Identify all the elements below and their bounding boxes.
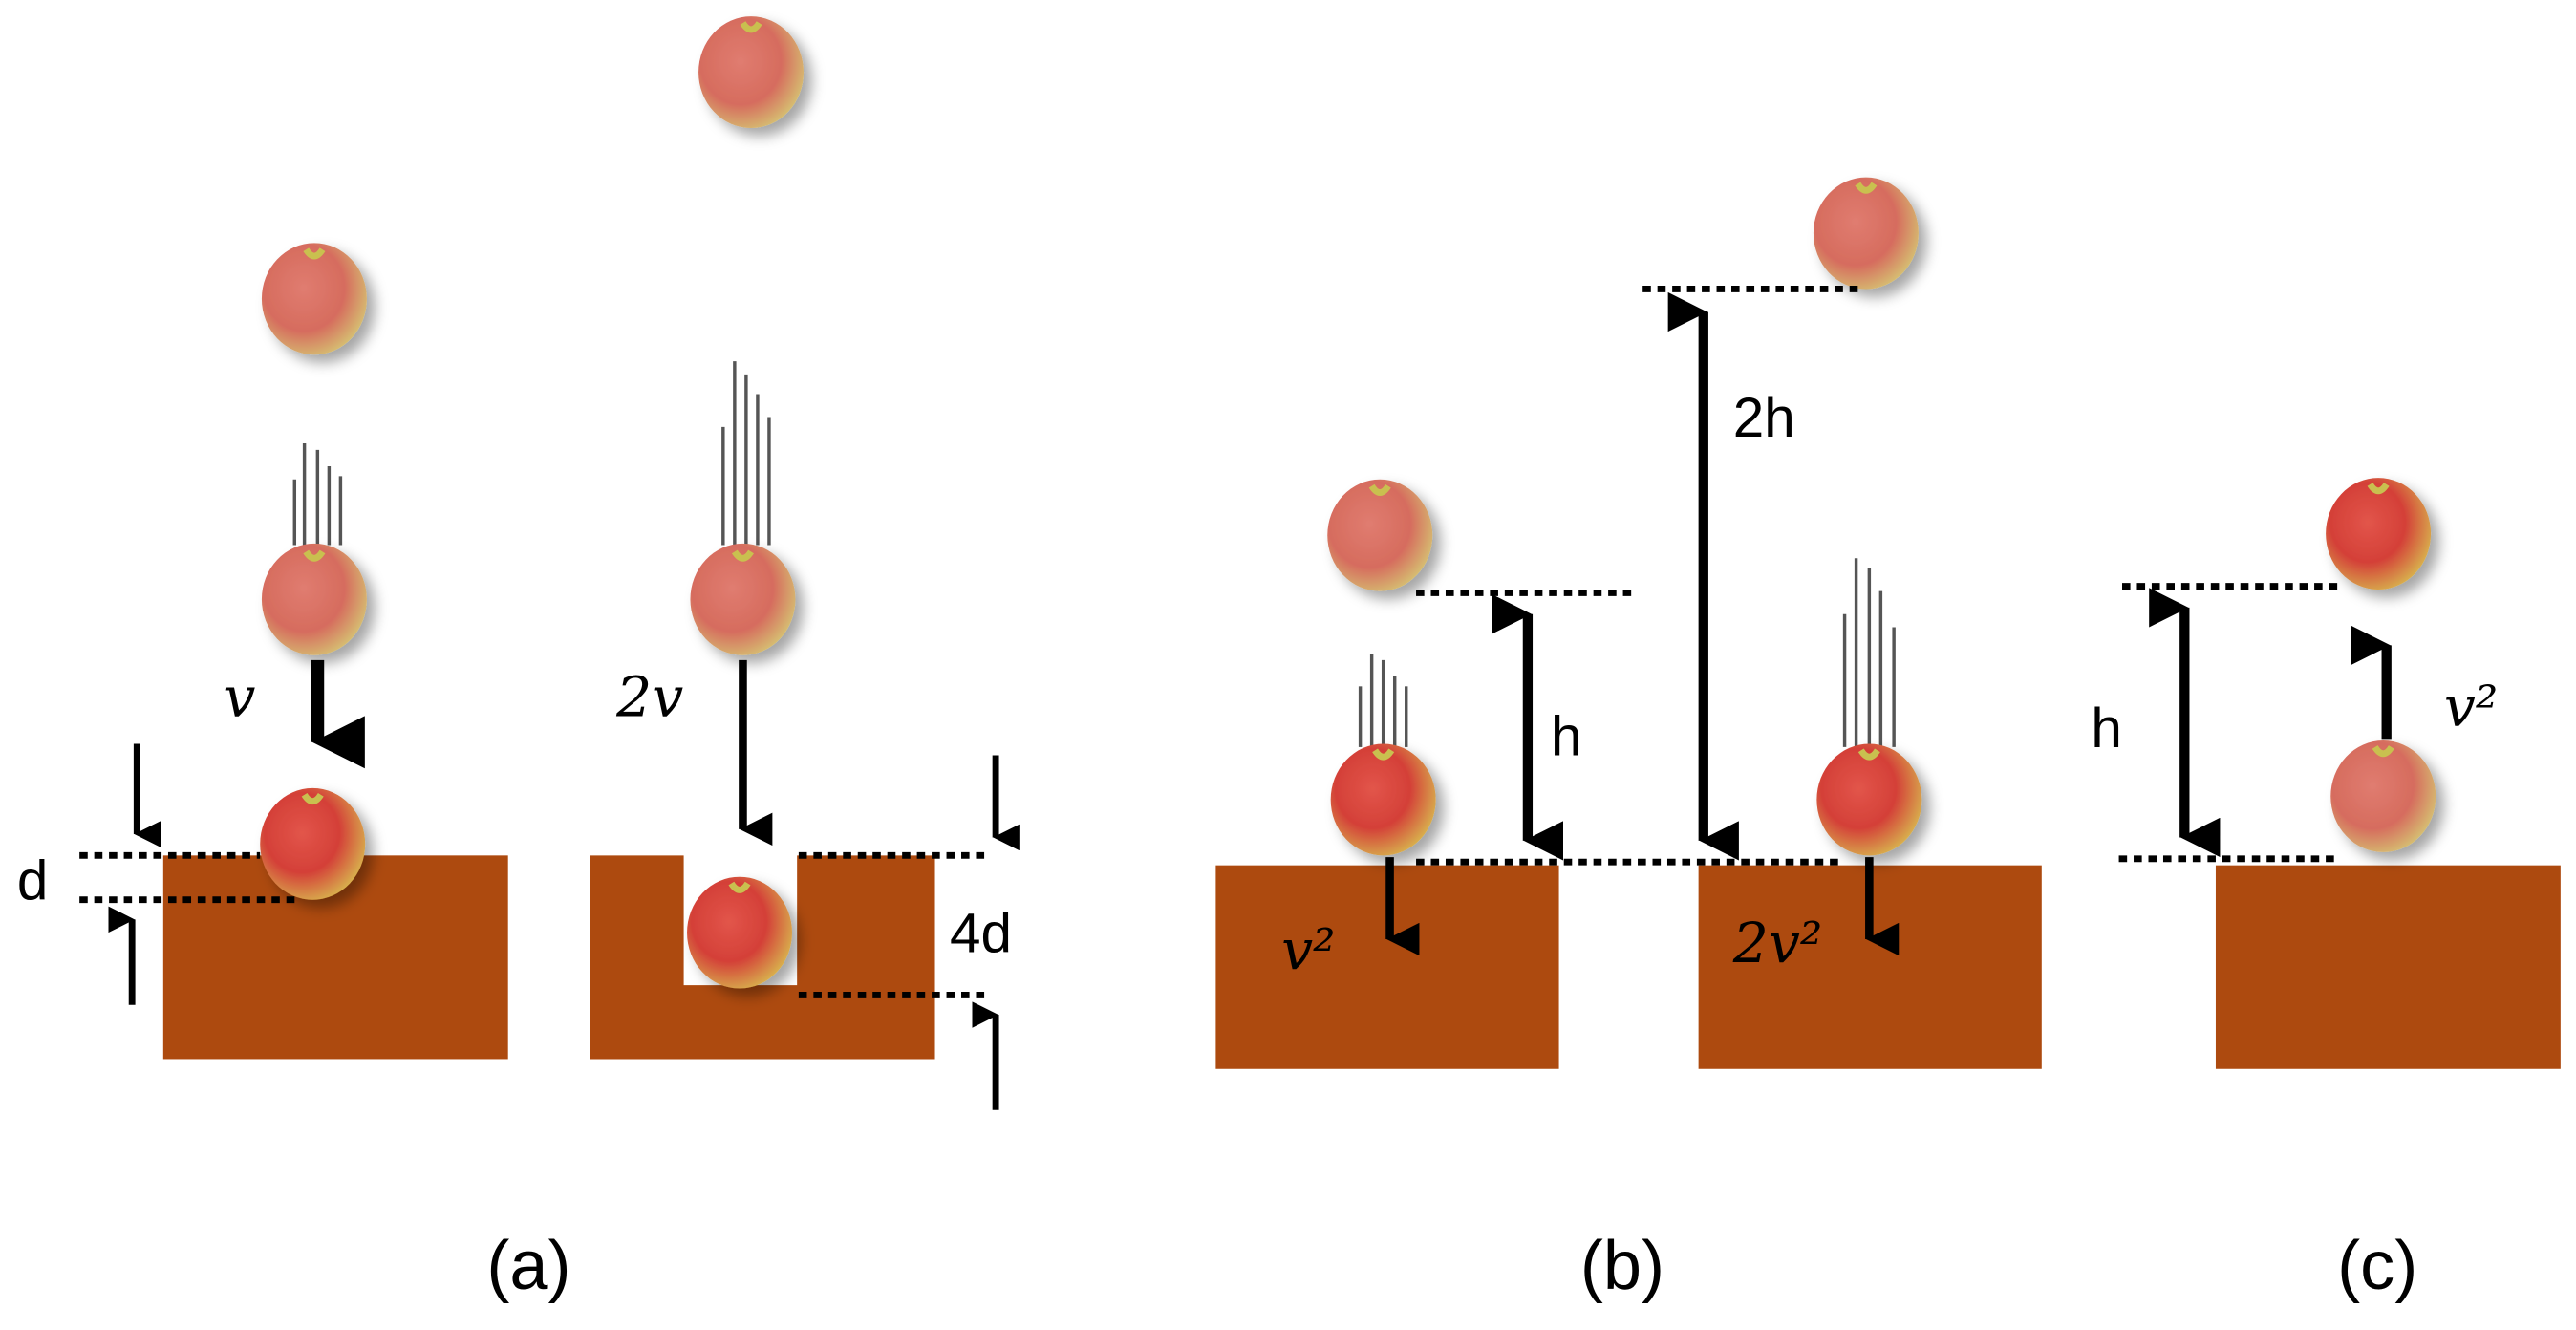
apple	[1327, 479, 1433, 591]
motion-lines-icon	[721, 361, 771, 546]
depth-label-d: d	[17, 850, 48, 912]
apple-impact	[1330, 743, 1436, 856]
panel-b: v² h 2v² 2h (b)	[1215, 177, 2042, 1304]
velocity-label-v: v	[224, 664, 255, 729]
panel-c: v² h (c)	[2091, 478, 2561, 1304]
apple	[690, 543, 796, 655]
apple	[261, 243, 367, 355]
depth-label-4d: 4d	[950, 903, 1012, 965]
panel-a: v d 2v 4d (a)	[17, 16, 1020, 1304]
apple-impact	[687, 876, 793, 989]
caption-b: (b)	[1580, 1228, 1664, 1304]
apple	[261, 543, 367, 655]
impulse-label-2v2: 2v²	[1732, 911, 1823, 976]
motion-lines-icon	[292, 443, 343, 546]
motion-lines-icon	[1842, 558, 1896, 747]
ground-block-c	[2215, 865, 2561, 1069]
height-label-h: h	[2091, 697, 2121, 760]
velocity-label-2v: 2v	[615, 664, 683, 729]
apple-rebound-top	[2326, 478, 2432, 590]
apple	[2330, 740, 2436, 852]
apple-impact	[260, 787, 366, 900]
ground-block-a-right-with-crater	[590, 855, 935, 1060]
height-label-2h: 2h	[1733, 387, 1795, 449]
apple	[1813, 177, 1919, 290]
impulse-label-v2: v²	[1281, 917, 1335, 982]
motion-lines-icon	[1358, 653, 1408, 747]
apple-impact	[1816, 743, 1922, 856]
caption-a: (a)	[486, 1228, 570, 1304]
height-label-h: h	[1551, 706, 1581, 768]
apple	[698, 16, 805, 129]
caption-c: (c)	[2337, 1228, 2417, 1304]
velocity-label-v2: v²	[2444, 675, 2498, 740]
